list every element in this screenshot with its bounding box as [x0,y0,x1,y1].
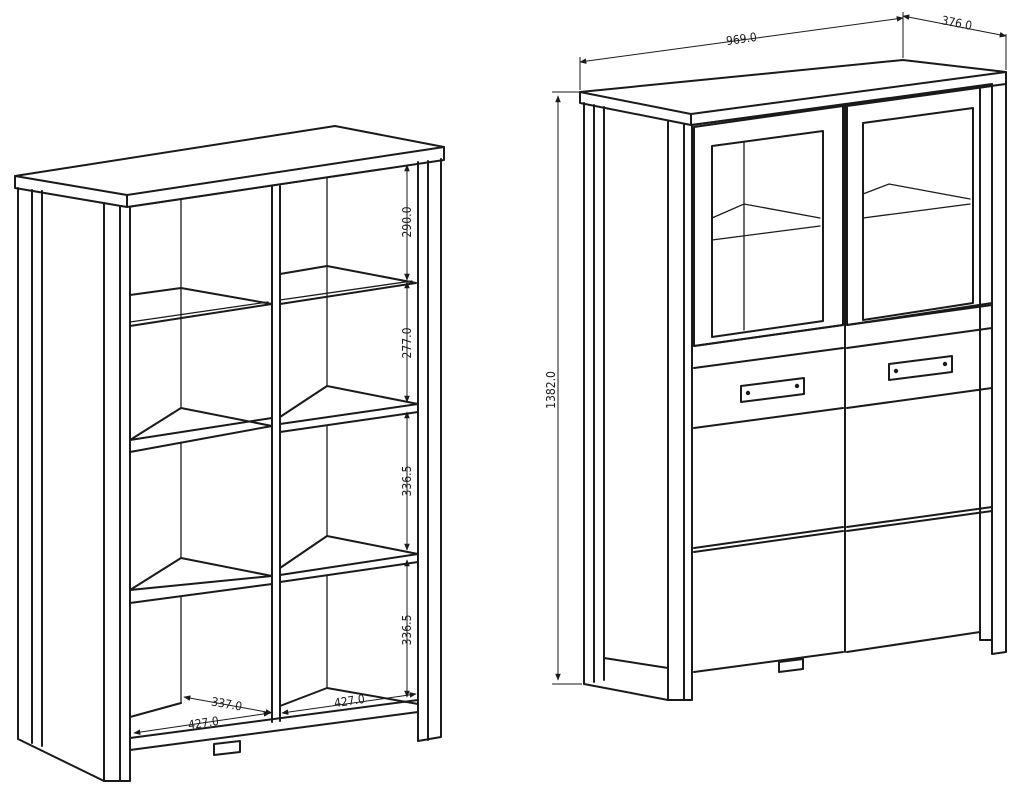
left-back-panel-edge [129,163,419,208]
right-drawer-right [846,304,993,409]
left-side-panel [17,187,105,782]
left-glass-shelf-left [129,287,273,327]
left-middle-divider [271,177,328,723]
dim-left-h-bottom: 336.5 [400,615,414,646]
right-lower-doors [693,506,993,673]
right-dimension-lines [552,12,1007,685]
right-foot [778,658,804,673]
left-shelf-1-left [129,407,273,453]
handle-screw-right-a [893,368,899,374]
left-shelf-2-right [279,535,419,583]
left-shelf-1-right [279,385,419,433]
handle-screw-left-a [745,390,751,396]
right-upper-frame [691,83,993,126]
drawer-handle-left [740,377,805,403]
right-cabinet [579,59,1007,701]
right-front-post-left [667,121,693,701]
left-front-post-right [417,158,442,742]
dim-left-d-inner: 337.0 [210,694,243,713]
dim-left-h-second: 277.0 [400,327,414,358]
left-dimension-lines [133,164,417,735]
handle-screw-left-b [794,383,800,389]
left-foot [213,740,241,756]
right-side-panel [583,102,669,701]
left-top-slab [14,125,445,208]
dim-right-height: 1382.0 [544,371,558,409]
left-cabinet [14,125,445,782]
dim-left-h-top: 290.0 [400,206,414,237]
dim-left-w-left: 427.0 [187,714,220,732]
dim-right-depth: 376.0 [940,13,973,33]
dim-left-h-third: 336.5 [400,466,414,497]
drawer-handle-right [888,355,953,381]
left-glass-shelf-right [279,265,417,305]
dim-right-width: 969.0 [725,30,758,48]
right-drawer-left [693,324,844,429]
left-bottom-panel [129,687,419,751]
right-front-post-right [979,81,1007,655]
right-glass-door-left [693,105,844,347]
dim-left-w-right: 427.0 [333,692,366,710]
left-shelf-2-left [129,557,273,604]
right-glass-door-right [846,85,993,326]
left-front-post-left [103,202,131,782]
handle-screw-right-b [942,361,948,367]
